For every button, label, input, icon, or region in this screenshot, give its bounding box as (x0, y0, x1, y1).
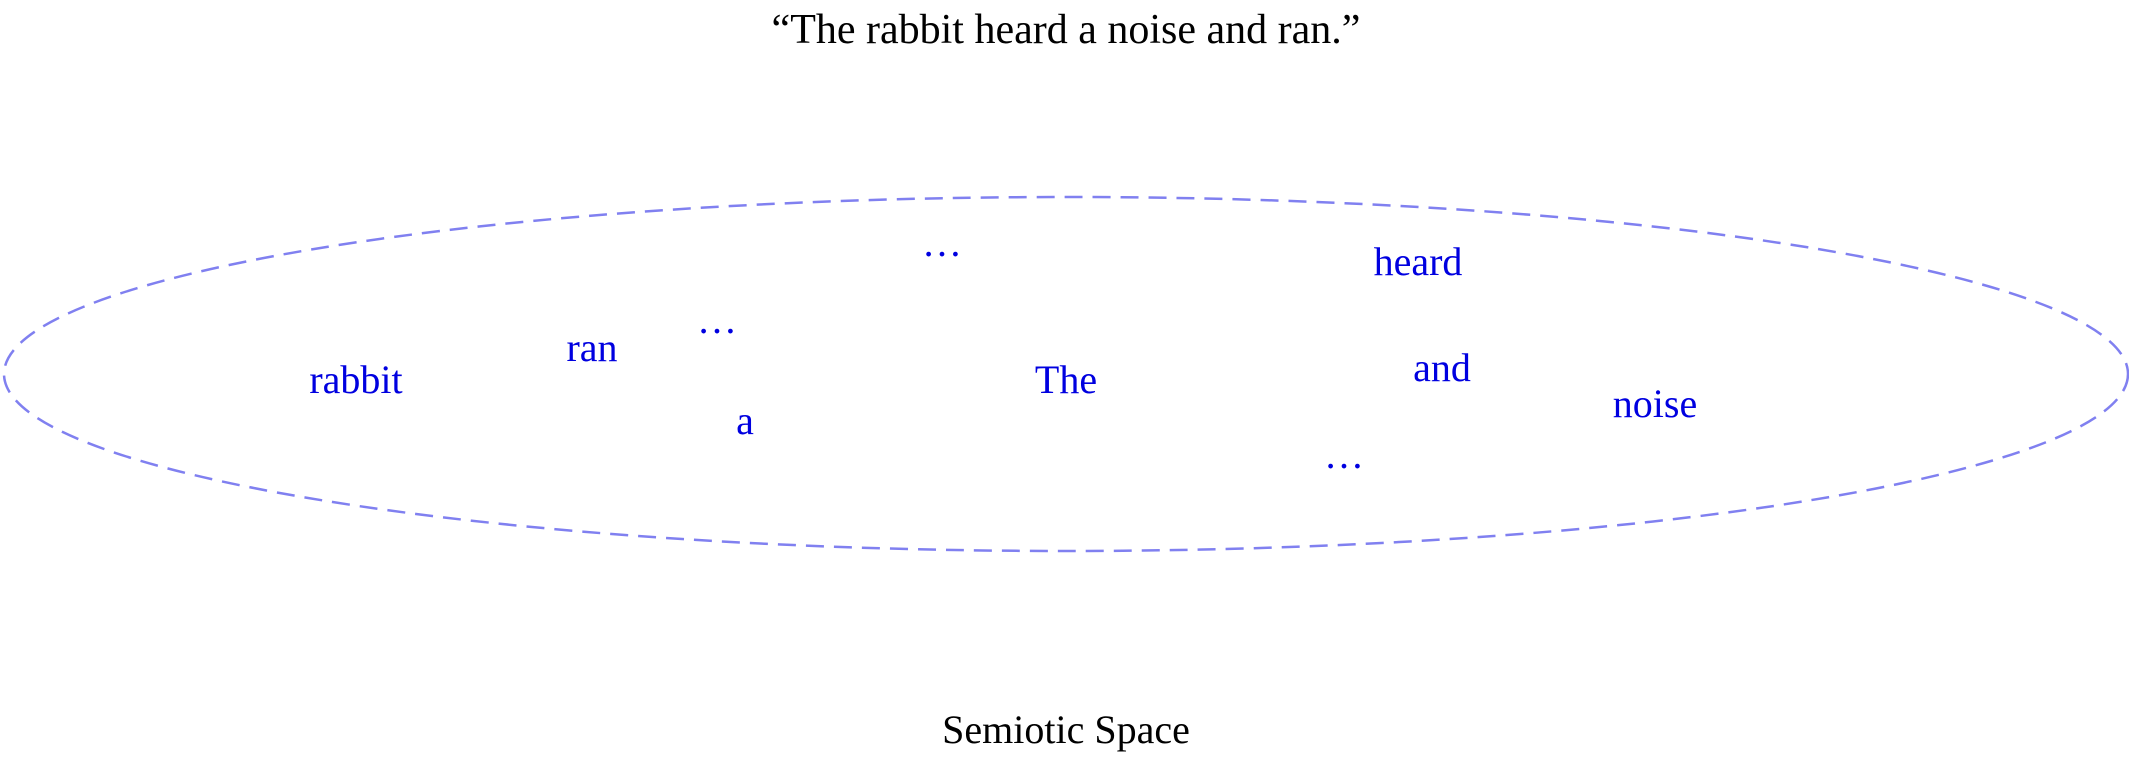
word-a: a (736, 398, 754, 443)
word-ellipsis: … (697, 297, 737, 342)
word-noise: noise (1612, 381, 1698, 426)
word-ellipsis: … (1324, 432, 1364, 477)
semiotic-space-label: Semiotic Space (942, 707, 1190, 752)
word-ellipsis: … (922, 220, 962, 265)
sentence-title: “The rabbit heard a noise and ran.” (771, 7, 1361, 53)
semiotic-space-ellipse (3, 195, 2129, 553)
word-rabbit: rabbit (309, 357, 403, 402)
word-ran: ran (566, 325, 618, 370)
word-and: and (1413, 345, 1471, 390)
word-the: The (1034, 357, 1098, 402)
word-heard: heard (1373, 239, 1463, 284)
